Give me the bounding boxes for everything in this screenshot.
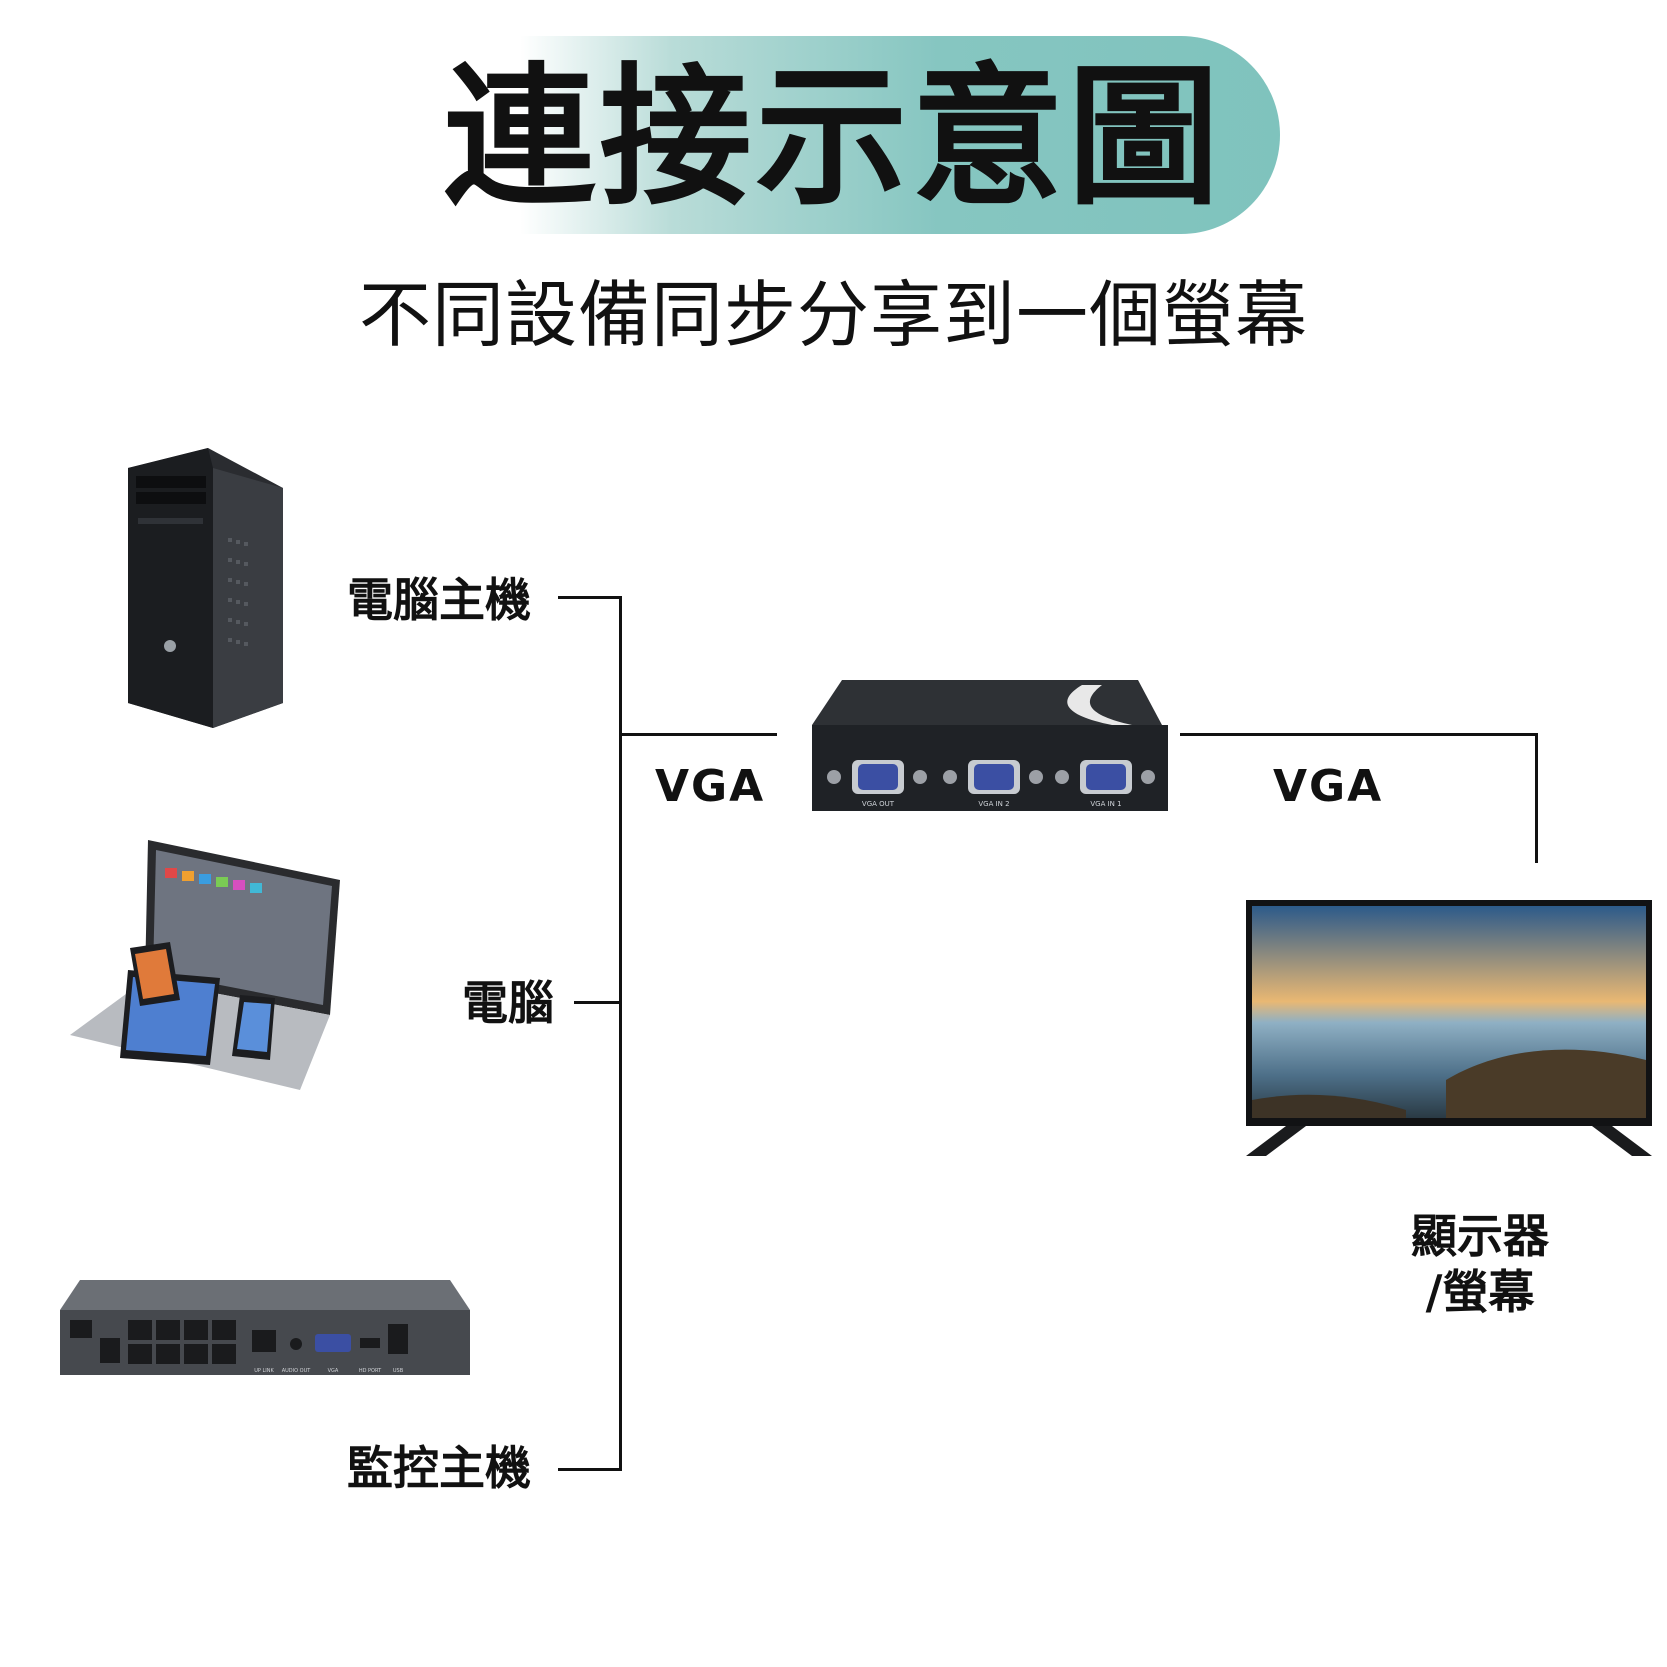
page-title: 連接示意圖 bbox=[443, 49, 1224, 226]
tv-monitor-icon bbox=[1246, 900, 1652, 1156]
connector-computer bbox=[574, 1001, 622, 1004]
label-monitor: 顯示器 /螢幕 bbox=[1400, 1208, 1560, 1320]
switch-port-label: VGA IN 1 bbox=[1090, 800, 1121, 808]
nvr-port-label: AUDIO OUT bbox=[282, 1368, 312, 1374]
nvr-recorder-icon: UP LINK AUDIO OUT VGA HD PORT USB bbox=[60, 1280, 470, 1375]
nvr-port-label: HD PORT bbox=[359, 1368, 382, 1374]
label-computer: 電腦 bbox=[462, 976, 554, 1030]
laptop-tablet-phone-icon bbox=[70, 840, 340, 1090]
connector-bus-vertical bbox=[619, 596, 622, 1471]
desktop-tower-icon bbox=[128, 448, 283, 728]
title-banner bbox=[520, 36, 1280, 234]
label-monitor-line1: 顯示器 bbox=[1411, 1209, 1549, 1263]
label-vga-out: VGA bbox=[1273, 761, 1384, 812]
label-monitor-line2: /螢幕 bbox=[1425, 1265, 1535, 1319]
label-pc-host: 電腦主機 bbox=[347, 573, 531, 627]
connector-to-switch bbox=[619, 733, 777, 736]
label-nvr-host: 監控主機 bbox=[347, 1441, 531, 1495]
switch-port-label: VGA IN 2 bbox=[978, 800, 1009, 808]
connector-switch-out bbox=[1180, 733, 1538, 736]
connector-pc-host bbox=[558, 596, 622, 599]
nvr-port-label: USB bbox=[393, 1368, 404, 1374]
connector-monitor-vertical bbox=[1535, 733, 1538, 863]
nvr-port-label: UP LINK bbox=[254, 1368, 274, 1374]
switch-port-label: VGA OUT bbox=[862, 800, 895, 808]
page-subtitle: 不同設備同步分享到一個螢幕 bbox=[358, 273, 1308, 357]
connector-nvr-host bbox=[558, 1468, 622, 1471]
label-vga-in: VGA bbox=[655, 761, 766, 812]
nvr-port-label: VGA bbox=[328, 1368, 339, 1374]
vga-switch-box-icon: VGA OUT VGA IN 2 VGA IN 1 bbox=[812, 680, 1168, 811]
